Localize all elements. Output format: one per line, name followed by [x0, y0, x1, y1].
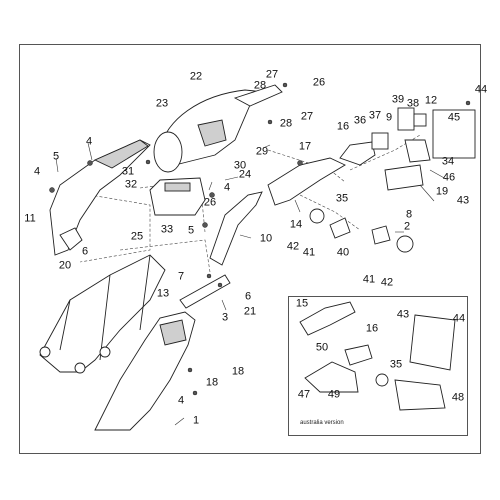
callout-43-a: 43	[456, 194, 470, 207]
callout-41-a: 41	[302, 246, 316, 259]
callout-49: 49	[327, 388, 341, 401]
callout-35-a: 35	[335, 192, 349, 205]
part-right-side-frame	[209, 191, 263, 266]
callout-25: 25	[130, 230, 144, 243]
callout-4-b: 4	[33, 165, 41, 178]
callout-24: 24	[238, 168, 252, 181]
callout-40: 40	[336, 246, 350, 259]
callout-35-b: 35	[389, 358, 403, 371]
callout-27-a: 27	[265, 68, 279, 81]
callout-48: 48	[451, 391, 465, 404]
callout-8: 8	[405, 208, 413, 221]
callout-21: 21	[243, 305, 257, 318]
part-control-box	[149, 177, 206, 216]
callout-11: 11	[24, 212, 36, 225]
inset-box-australia	[288, 296, 468, 436]
callout-26-b: 26	[203, 196, 217, 209]
part-main-frame	[39, 254, 166, 373]
callout-9: 9	[385, 111, 393, 124]
drawing-frame	[19, 44, 481, 454]
callout-12: 12	[424, 94, 438, 107]
callout-28-b: 28	[279, 117, 293, 130]
callout-18-b: 18	[205, 376, 219, 389]
callout-44-b: 44	[452, 312, 466, 325]
callout-31: 31	[121, 165, 135, 178]
callout-2: 2	[403, 220, 411, 233]
callout-42-b: 42	[380, 276, 394, 289]
callout-50: 50	[315, 341, 329, 354]
callout-14: 14	[289, 218, 303, 231]
part-rear-fender	[267, 157, 346, 206]
callout-41-b: 41	[362, 273, 376, 286]
callout-45: 45	[447, 111, 461, 124]
callout-16-b: 16	[365, 322, 379, 335]
callout-27-b: 27	[300, 110, 314, 123]
callout-5-b: 5	[187, 224, 195, 237]
callout-4-c: 4	[223, 181, 231, 194]
callout-7: 7	[177, 270, 185, 283]
callout-38: 38	[406, 97, 420, 110]
callout-32: 32	[124, 178, 138, 191]
callout-28-a: 28	[253, 79, 267, 92]
callout-1: 1	[192, 414, 200, 427]
callout-13: 13	[156, 287, 170, 300]
callout-4-a: 4	[85, 135, 93, 148]
callout-16-a: 16	[336, 120, 350, 133]
callout-30: 30	[233, 159, 247, 172]
callout-6-a: 6	[81, 245, 89, 258]
callout-4-d: 4	[177, 394, 185, 407]
callout-17: 17	[298, 140, 312, 153]
callout-5-a: 5	[52, 150, 60, 163]
callout-23: 23	[155, 97, 169, 110]
callout-46: 46	[442, 171, 456, 184]
callout-10: 10	[259, 232, 273, 245]
callout-43-b: 43	[396, 308, 410, 321]
callout-6-b: 6	[244, 290, 252, 303]
callout-20: 20	[58, 259, 72, 272]
callout-18-a: 18	[231, 365, 245, 378]
callout-19: 19	[435, 185, 449, 198]
callout-44-a: 44	[474, 83, 488, 96]
callout-36: 36	[353, 114, 367, 127]
callout-3: 3	[221, 311, 229, 324]
inset-caption: australia version	[300, 420, 344, 426]
callout-29: 29	[255, 145, 269, 158]
callout-47: 47	[297, 388, 311, 401]
callout-39: 39	[391, 93, 405, 106]
callout-34: 34	[441, 155, 455, 168]
callout-42-a: 42	[286, 240, 300, 253]
part-left-side-panel	[49, 139, 151, 256]
callout-22: 22	[189, 70, 203, 83]
callout-33: 33	[160, 223, 174, 236]
callout-37: 37	[368, 109, 382, 122]
callout-15: 15	[295, 297, 309, 310]
callout-26-a: 26	[312, 76, 326, 89]
part-plate-holder	[432, 109, 476, 159]
